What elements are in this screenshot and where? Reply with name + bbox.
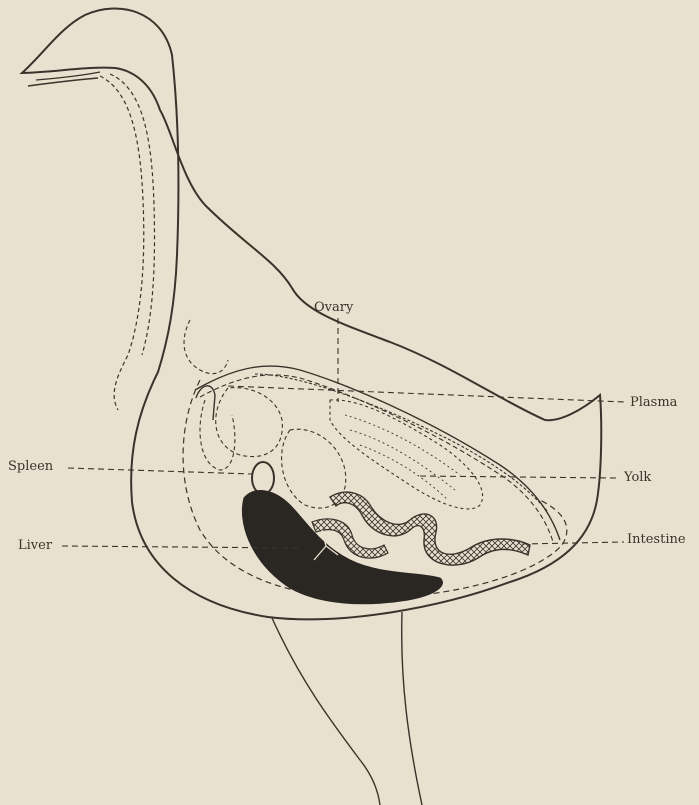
liver-shape xyxy=(242,491,442,604)
plasma-leader-line xyxy=(228,386,625,402)
oviduct-band-second xyxy=(255,374,548,512)
label-ovary: Ovary xyxy=(314,300,353,315)
neck-base-dashed-loop xyxy=(184,320,228,374)
left-leg-line xyxy=(272,618,380,805)
yolk-leader-line xyxy=(420,476,616,478)
spleen-shape xyxy=(252,462,274,494)
goose-body-outline xyxy=(22,8,601,619)
esophagus-dashed-line xyxy=(100,76,144,410)
label-liver: Liver xyxy=(18,538,52,553)
heart-dashed-outline xyxy=(200,400,235,470)
yolk-follicle-lines xyxy=(345,415,460,500)
label-yolk: Yolk xyxy=(624,470,651,485)
label-spleen: Spleen xyxy=(8,459,53,474)
gizzard-dashed-outline xyxy=(216,388,283,457)
label-plasma: Plasma xyxy=(630,395,677,410)
body-cavity-dashed-outline xyxy=(183,380,567,598)
right-leg-line xyxy=(402,612,422,805)
trachea-dashed-line xyxy=(110,74,155,355)
intestine-leader-line xyxy=(522,542,624,544)
spleen-leader-line xyxy=(68,468,252,474)
label-intestine: Intestine xyxy=(627,532,686,547)
vessel-hook xyxy=(196,386,215,420)
